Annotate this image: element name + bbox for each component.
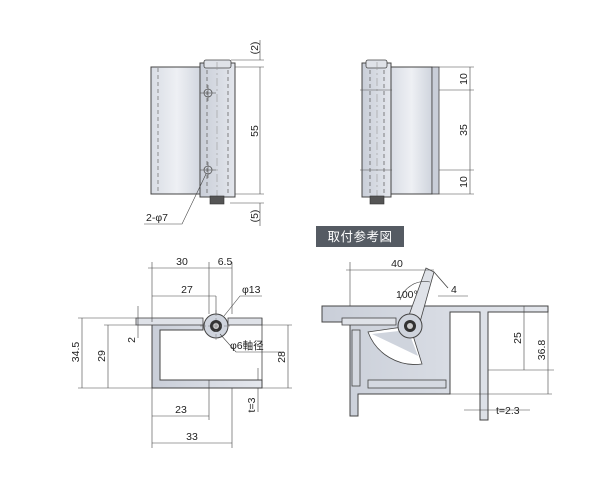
dim-top-2: (2): [249, 42, 261, 55]
dim-6-5: 6.5: [218, 256, 233, 268]
side-view: 10 35 10: [360, 59, 474, 205]
dim-bottom-5: (5): [249, 210, 261, 223]
front-view: (2) 55 (5) 2-φ7: [144, 40, 264, 226]
dim-10-lower: 10: [458, 176, 470, 188]
dim-23: 23: [175, 404, 187, 416]
dim-40: 40: [391, 258, 403, 270]
dim-2: 2: [126, 337, 138, 343]
section-view-left: 30 6.5 27 φ13 34.5 29 2 φ6軸径 28 t=3 23 3…: [70, 256, 292, 448]
dim-10-upper: 10: [458, 73, 470, 85]
axis-diameter-label: φ6軸径: [230, 339, 264, 352]
dim-36-8: 36.8: [536, 340, 548, 361]
dim-t2-3: t=2.3: [496, 405, 520, 417]
dia-13: φ13: [242, 284, 261, 296]
dim-30: 30: [176, 256, 188, 268]
dim-28: 28: [276, 351, 288, 363]
dim-33: 33: [186, 431, 198, 443]
dim-4: 4: [451, 284, 457, 296]
angle-100: 100°: [396, 289, 418, 301]
hole-callout: 2-φ7: [146, 212, 168, 224]
dim-55: 55: [249, 125, 261, 137]
dim-t3: t=3: [246, 397, 258, 412]
dim-34-5: 34.5: [70, 342, 82, 363]
dim-35: 35: [458, 124, 470, 136]
section-view-right: 40 100° 4 25 36.8 t=2.3: [321, 258, 554, 421]
mounting-reference-label: 取付参考図: [316, 226, 404, 247]
dim-29: 29: [96, 350, 108, 362]
dim-27: 27: [181, 284, 193, 296]
dim-25: 25: [512, 332, 524, 344]
